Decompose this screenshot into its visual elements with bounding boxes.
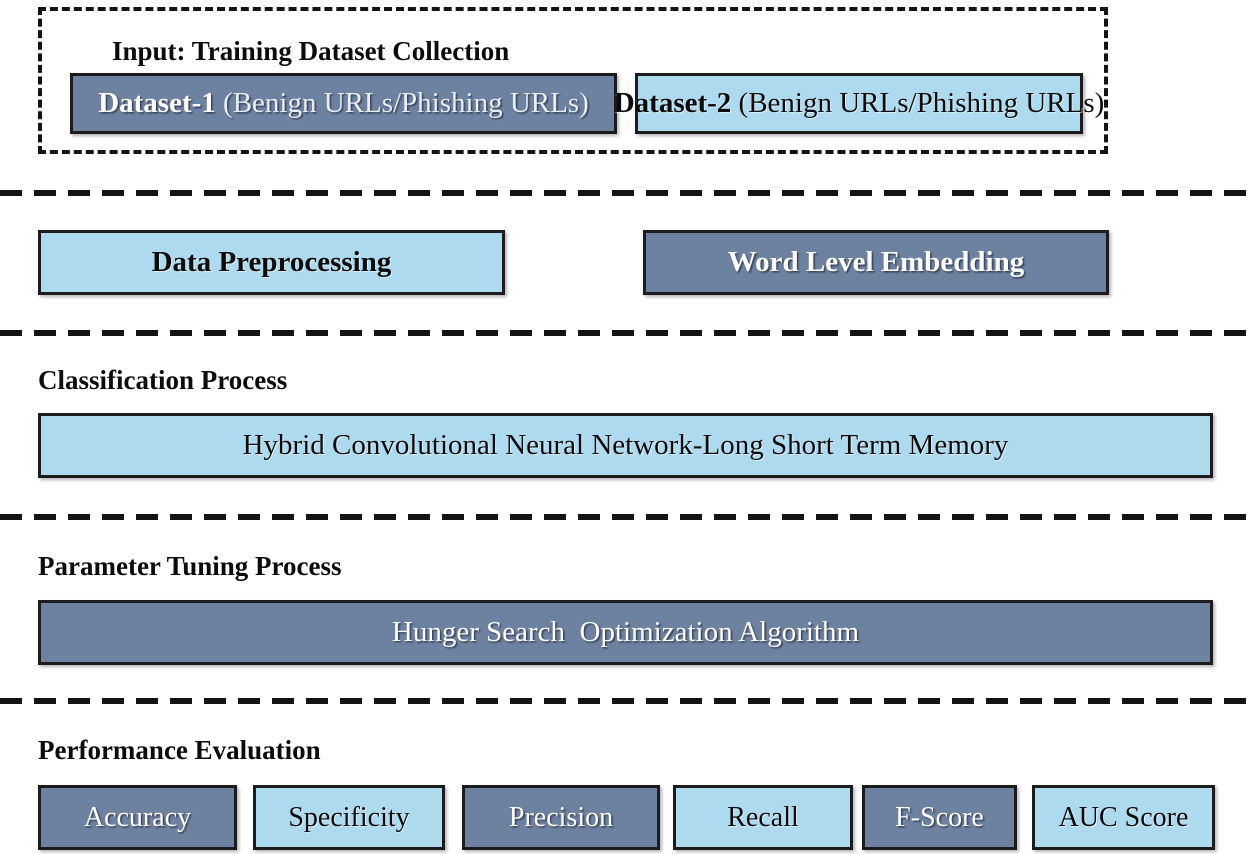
- parameter-tuning-heading: Parameter Tuning Process: [38, 551, 342, 581]
- dataset-2-name: Dataset-2: [613, 87, 732, 119]
- section-divider-1: [0, 190, 1255, 196]
- input-section-box: Input: Training Dataset Collection: [38, 7, 1108, 154]
- metric-accuracy-box: Accuracy: [38, 785, 237, 850]
- data-preprocessing-box: Data Preprocessing: [38, 230, 505, 295]
- classification-heading: Classification Process: [38, 365, 288, 395]
- metric-precision-box: Precision: [462, 785, 660, 850]
- metric-recall-box: Recall: [673, 785, 853, 850]
- metric-specificity-box: Specificity: [253, 785, 445, 850]
- hunger-search-algorithm-box: Hunger Search Optimization Algorithm: [38, 600, 1213, 665]
- dataset-1-name: Dataset-1: [98, 87, 216, 119]
- section-divider-4: [0, 698, 1255, 704]
- dataset-1-box: Dataset-1 (Benign URLs/Phishing URLs): [70, 73, 617, 134]
- word-level-embedding-box: Word Level Embedding: [643, 230, 1109, 295]
- metric-fscore-box: F-Score: [862, 785, 1017, 850]
- dataset-2-box: Dataset-2 (Benign URLs/Phishing URLs): [614, 73, 1104, 134]
- metric-auc-score-box: AUC Score: [1032, 785, 1215, 850]
- section-divider-2: [0, 330, 1255, 336]
- dataset-1-detail: (Benign URLs/Phishing URLs): [215, 87, 589, 119]
- dataset-2-detail: (Benign URLs/Phishing URLs): [731, 87, 1105, 119]
- input-section-heading: Input: Training Dataset Collection: [112, 36, 510, 66]
- section-divider-3: [0, 514, 1255, 520]
- cnn-lstm-model-box: Hybrid Convolutional Neural Network-Long…: [38, 413, 1213, 478]
- performance-evaluation-heading: Performance Evaluation: [38, 735, 321, 765]
